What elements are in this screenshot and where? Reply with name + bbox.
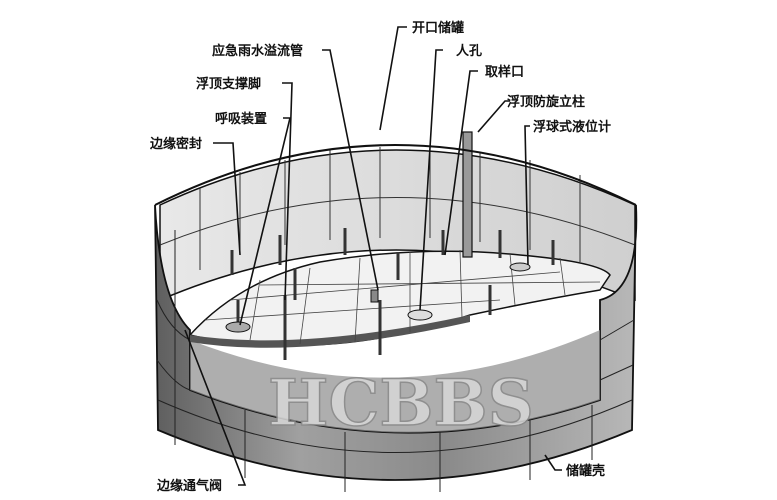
manhole bbox=[407, 309, 433, 321]
float-gauge bbox=[509, 262, 531, 272]
watermark: HCBBS bbox=[268, 366, 534, 441]
shell-seams bbox=[156, 230, 635, 492]
floating-roof-edge bbox=[190, 315, 470, 348]
label-float-level-gauge: 浮球式液位计 bbox=[533, 119, 611, 135]
label-sampling-port: 取样口 bbox=[485, 64, 524, 80]
label-breather-device: 呼吸装置 bbox=[215, 111, 267, 127]
label-tank-shell: 储罐壳 bbox=[565, 463, 605, 479]
label-manhole: 人孔 bbox=[456, 43, 482, 59]
inner-wall-panels bbox=[159, 147, 636, 270]
label-open-tank: 开口储罐 bbox=[412, 20, 464, 36]
leader-lines bbox=[184, 26, 562, 486]
anti-rotation-column bbox=[462, 131, 473, 258]
label-rim-seal: 边缘密封 bbox=[149, 136, 202, 152]
overflow-pipe bbox=[370, 289, 379, 303]
label-emergency-overflow: 应急雨水溢流管 bbox=[212, 43, 303, 59]
breather-device bbox=[225, 321, 251, 333]
label-roof-support-leg: 浮顶支撑脚 bbox=[196, 76, 261, 92]
tank-shell bbox=[154, 204, 638, 481]
tank-top-rim bbox=[154, 144, 637, 206]
label-anti-rotation-column: 浮顶防旋立柱 bbox=[507, 94, 585, 110]
roof-support-legs bbox=[230, 228, 555, 360]
label-rim-vent-valve: 边缘通气阀 bbox=[156, 478, 222, 494]
tank-interior-bottom bbox=[190, 330, 600, 433]
